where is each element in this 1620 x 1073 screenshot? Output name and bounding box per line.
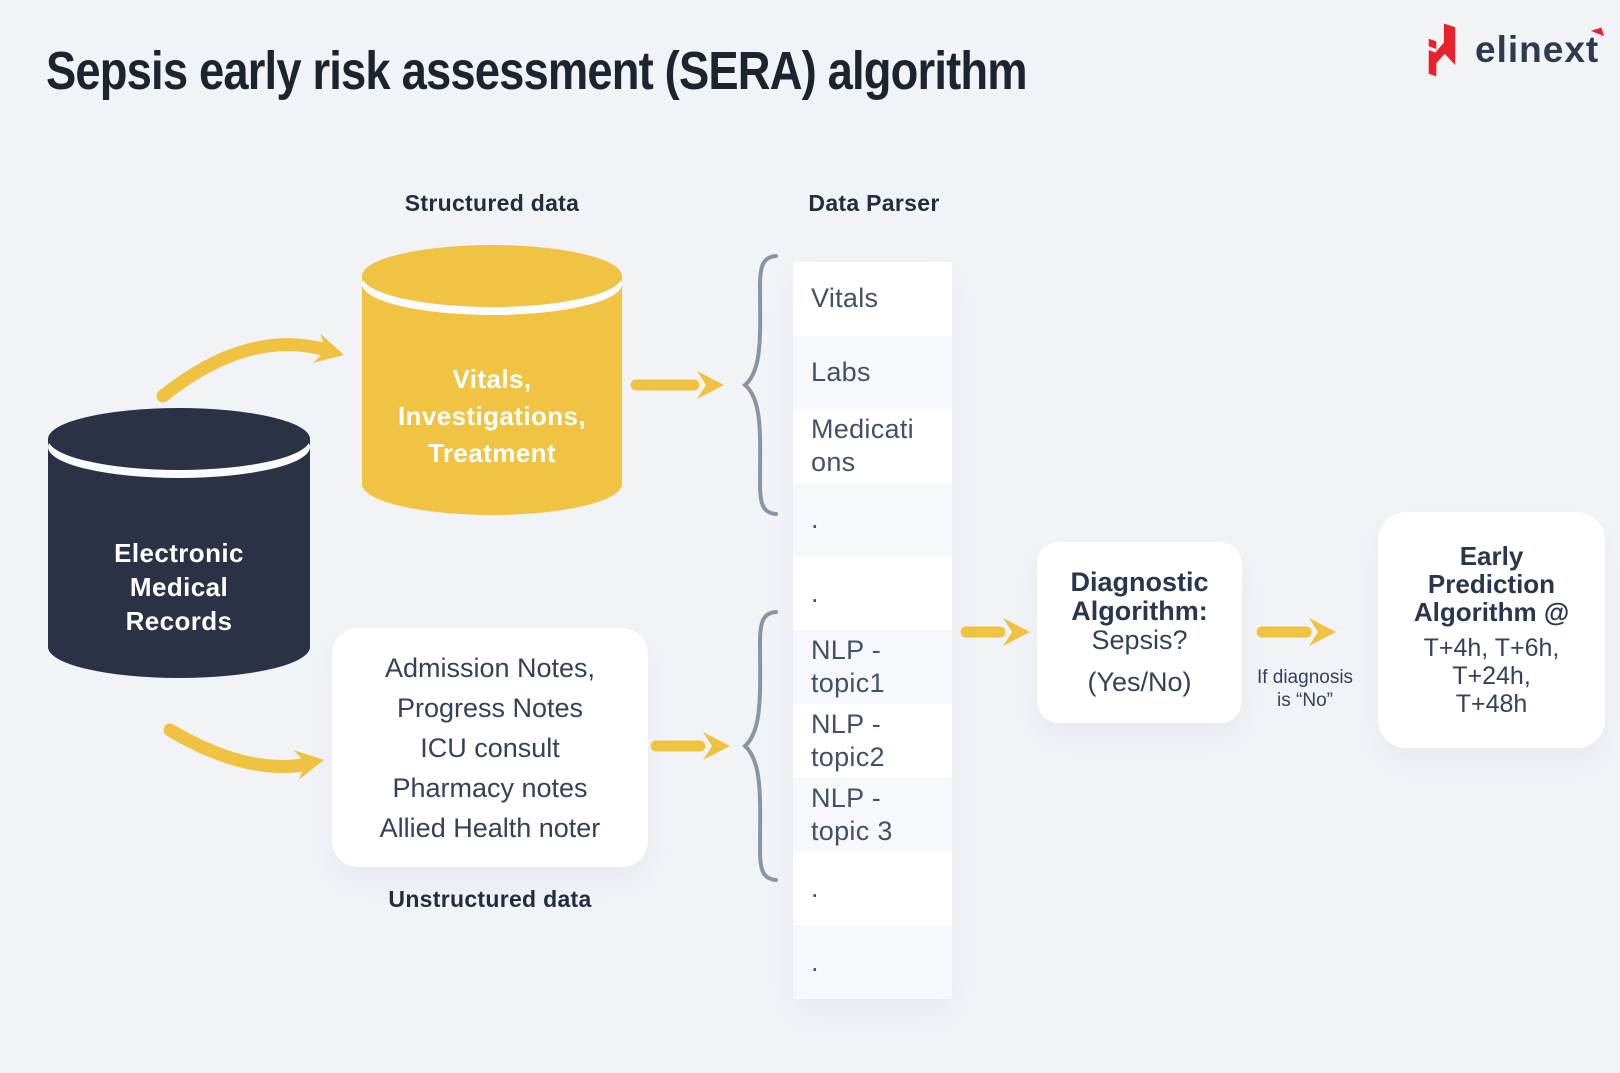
data-parser-list: Vitals Labs Medications . . NLP - topic1… [793, 262, 952, 999]
elinext-logo-wordmark: elinext [1475, 27, 1605, 71]
note-line: Allied Health noter [379, 812, 601, 843]
arrow-parser-to-diagnostic-icon [960, 618, 1030, 646]
arrow-emr-to-unstructured-icon [163, 723, 324, 780]
structured-cylinder-label: Vitals, Investigations, Treatment [397, 364, 587, 468]
parser-item-vitals: Vitals [793, 262, 952, 336]
unstructured-notes-card: Admission Notes, Progress Notes ICU cons… [332, 628, 648, 867]
cylinder-top [362, 245, 622, 307]
diagnostic-title: Diagnostic [1070, 566, 1209, 597]
prediction-times: T+48h [1455, 690, 1528, 718]
arrow-emr-to-structured-icon [156, 333, 344, 403]
parser-item-dot: . [793, 851, 952, 926]
diagnostic-title: Algorithm: [1071, 595, 1208, 626]
parser-item-nlp-topic2: NLP - topic2 [793, 704, 952, 778]
diagnostic-question: Sepsis? [1091, 624, 1188, 655]
page-title: Sepsis early risk assessment (SERA) algo… [46, 41, 1028, 101]
parser-item-medications: Medications [793, 409, 952, 484]
cylinder-bottom [362, 453, 622, 515]
structured-data-cylinder: Vitals, Investigations, Treatment [362, 245, 622, 515]
emr-label: Electronic Medical Records [114, 538, 244, 636]
structured-data-label: Structured data [404, 190, 580, 216]
prediction-title: Prediction [1427, 569, 1556, 599]
arrow-unstructured-to-parser-icon [650, 732, 730, 760]
unstructured-data-label: Unstructured data [388, 886, 592, 912]
brace-structured-group-icon [741, 254, 778, 516]
arrow-diagnostic-to-prediction-icon [1256, 618, 1336, 646]
parser-item-dot: . [793, 925, 952, 999]
diagnostic-options: (Yes/No) [1087, 666, 1192, 697]
parser-item-nlp-topic1: NLP - topic1 [793, 630, 952, 705]
parser-item-dot: . [793, 483, 952, 557]
parser-item-nlp-topic3: NLP - topic 3 [793, 777, 952, 852]
elinext-logo-mark-icon [1428, 23, 1456, 77]
cylinder-bottom [48, 616, 310, 678]
cylinder-top [48, 408, 310, 470]
early-prediction-card: Early Prediction Algorithm @ T+4h, T+6h,… [1378, 512, 1605, 748]
note-line: Pharmacy notes [392, 772, 588, 803]
note-line: Progress Notes [396, 692, 584, 723]
emr-database-cylinder: Electronic Medical Records [48, 408, 310, 678]
prediction-title: Early [1459, 541, 1524, 571]
if-diagnosis-no-label: If diagnosis is “No” [1256, 667, 1354, 711]
elinext-logo: elinext [1424, 22, 1605, 78]
logo-accent-triangle-icon [1591, 27, 1605, 40]
arrow-structured-to-parser-icon [630, 371, 724, 399]
parser-item-dot: . [793, 556, 952, 631]
diagnostic-algorithm-card: Diagnostic Algorithm: Sepsis? (Yes/No) [1037, 542, 1242, 723]
parser-item-labs: Labs [793, 335, 952, 410]
note-line: Admission Notes, [384, 652, 596, 683]
prediction-times: T+4h, T+6h, [1423, 634, 1560, 662]
prediction-times: T+24h, [1452, 662, 1531, 690]
data-parser-label: Data Parser [808, 190, 940, 216]
brace-unstructured-group-icon [741, 610, 778, 882]
note-line: ICU consult [420, 732, 560, 763]
prediction-title: Algorithm @ [1413, 597, 1570, 627]
